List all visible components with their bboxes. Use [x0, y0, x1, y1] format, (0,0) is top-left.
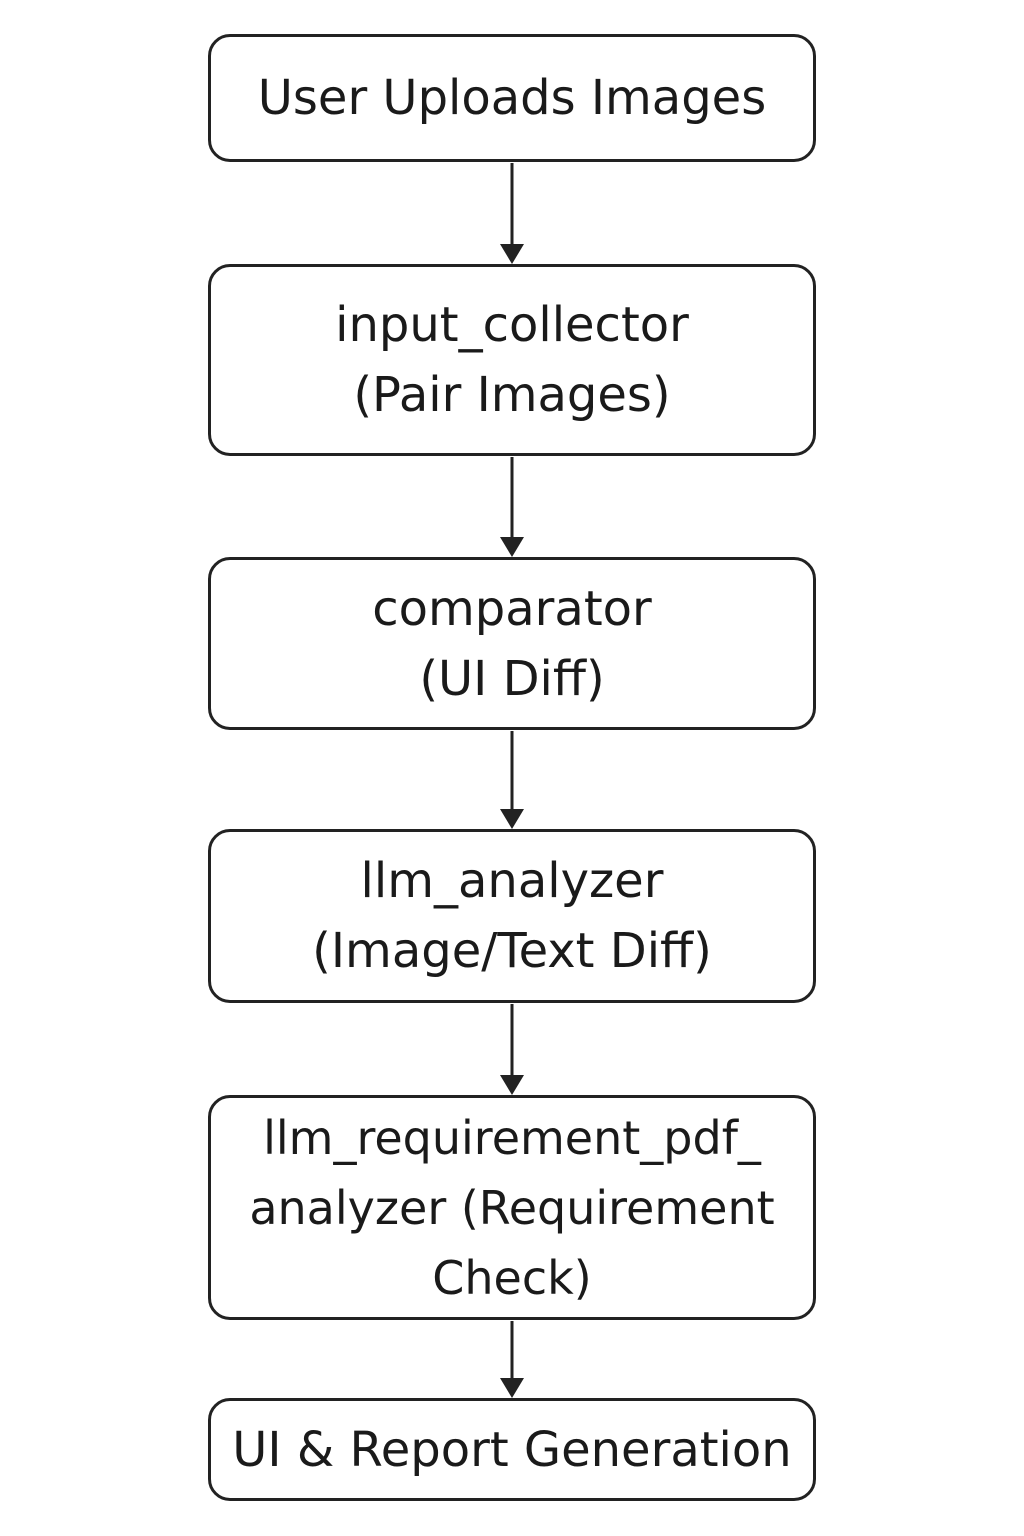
node-label-line: Check) [432, 1250, 592, 1305]
node-ui-report-generation: UI & Report Generation [208, 1398, 816, 1501]
arrow-5-to-6 [500, 1321, 524, 1398]
node-label-line: input_collector [335, 297, 689, 353]
node-label-line: (UI Diff) [419, 650, 605, 707]
node-label-line: comparator [372, 580, 652, 637]
arrow-3-to-4 [500, 731, 524, 829]
node-label-line: User Uploads Images [257, 70, 767, 126]
node-label-line: (Image/Text Diff) [312, 923, 712, 979]
node-label-line: analyzer (Requirement [249, 1180, 775, 1235]
arrow-2-to-3 [500, 457, 524, 557]
node-llm-requirement-pdf-analyzer: llm_requirement_pdf_ analyzer (Requireme… [208, 1095, 816, 1320]
node-comparator: comparator (UI Diff) [208, 557, 816, 730]
node-input-collector: input_collector (Pair Images) [208, 264, 816, 456]
node-label-line: UI & Report Generation [232, 1421, 792, 1478]
node-user-uploads-images: User Uploads Images [208, 34, 816, 162]
node-label-line: llm_analyzer [360, 853, 664, 909]
node-label-line: (Pair Images) [353, 367, 671, 423]
node-label-line: llm_requirement_pdf_ [263, 1110, 761, 1165]
node-llm-analyzer: llm_analyzer (Image/Text Diff) [208, 829, 816, 1003]
arrow-4-to-5 [500, 1004, 524, 1095]
arrow-1-to-2 [500, 163, 524, 264]
